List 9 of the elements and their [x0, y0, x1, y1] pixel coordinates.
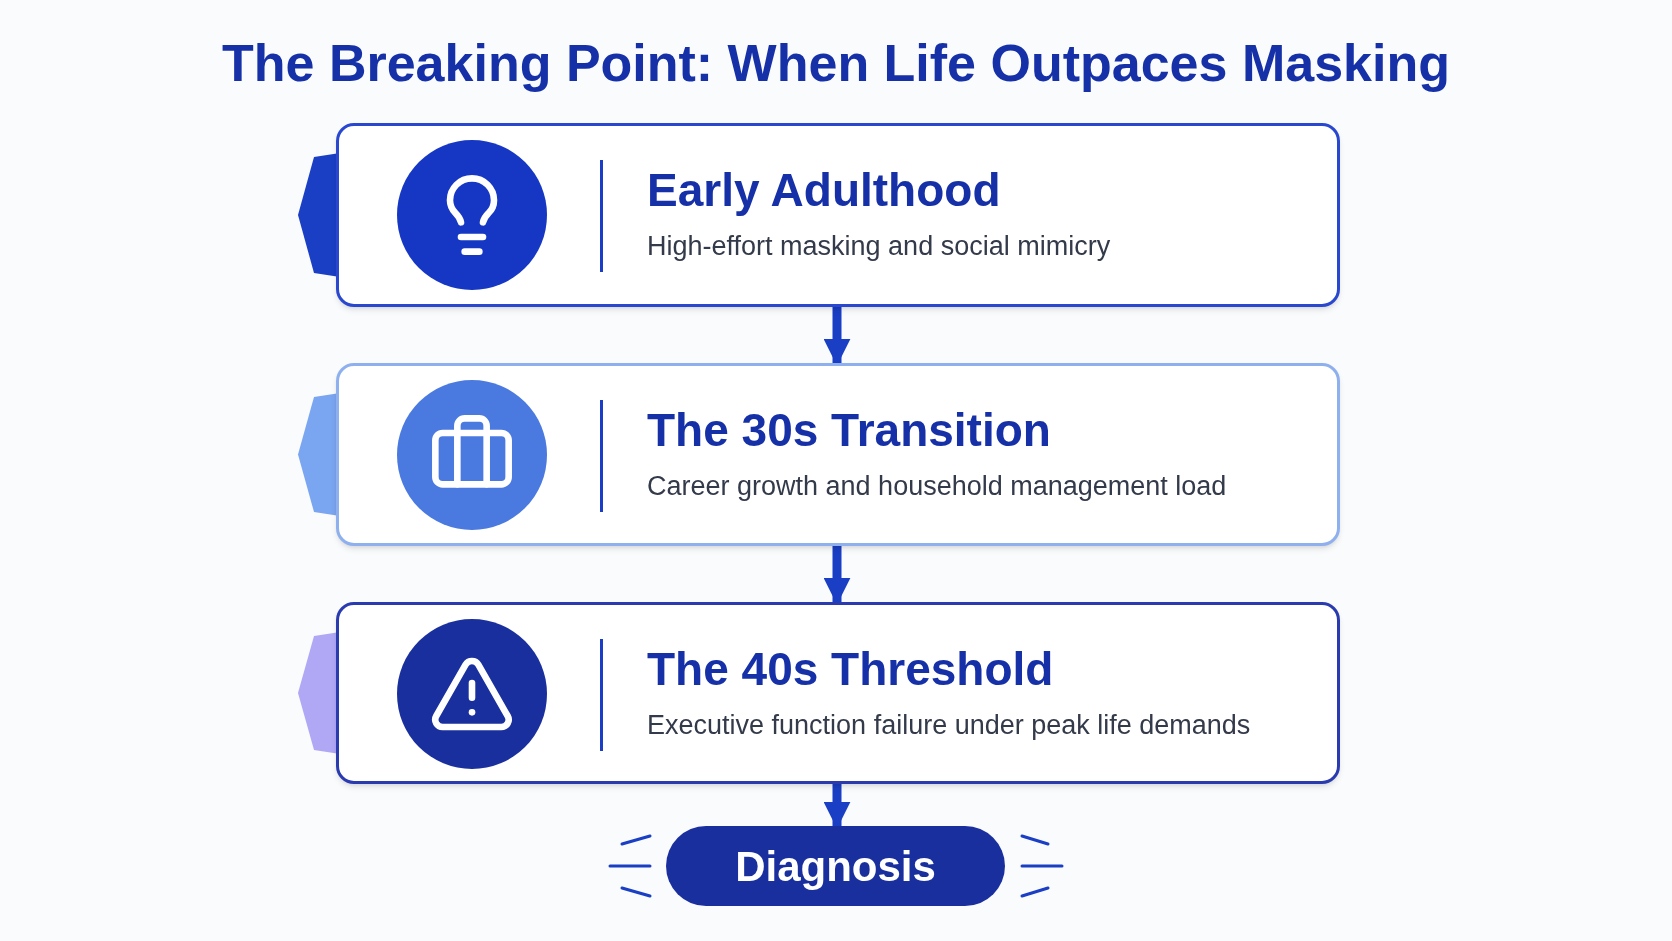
- stage-heading: The 40s Threshold: [647, 642, 1055, 697]
- terminal-label: Diagnosis: [735, 841, 936, 892]
- arrow: [823, 784, 851, 829]
- stage-description: High-effort masking and social mimicry: [647, 229, 1112, 263]
- title: The Breaking Point: When Life Outpaces Masking: [221, 33, 1451, 94]
- stage-heading: Early Adulthood: [647, 163, 1002, 218]
- stage-description: Executive function failure under peak life demands: [647, 708, 1252, 742]
- stage-description: Career growth and household management load: [647, 469, 1228, 503]
- stage-heading: The 30s Transition: [647, 403, 1052, 458]
